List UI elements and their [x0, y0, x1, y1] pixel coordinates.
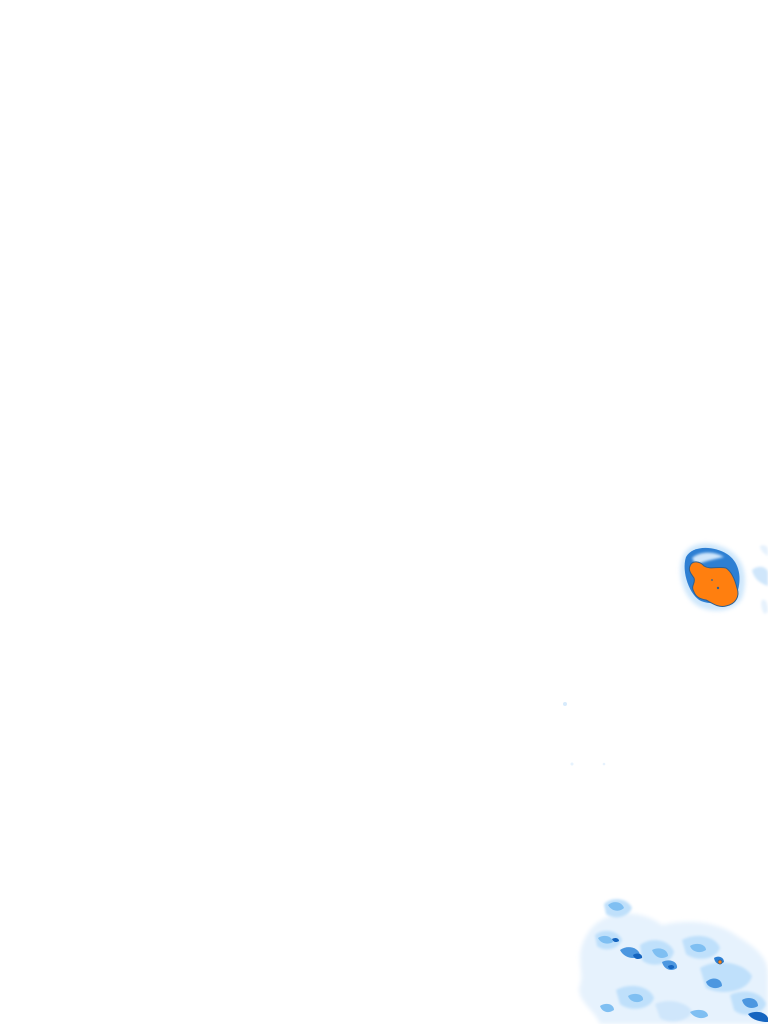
storm-core-dot	[711, 579, 713, 581]
scattered-specks	[563, 702, 606, 766]
southern-cloud-field[interactable]	[579, 899, 768, 1024]
storm-core-dot	[716, 586, 720, 590]
storm-core	[688, 561, 739, 607]
small-intense-cell	[717, 959, 723, 965]
right-edge-wisps	[752, 545, 768, 614]
storm-inner-light	[692, 552, 724, 565]
storm-cell-main[interactable]	[680, 543, 745, 611]
